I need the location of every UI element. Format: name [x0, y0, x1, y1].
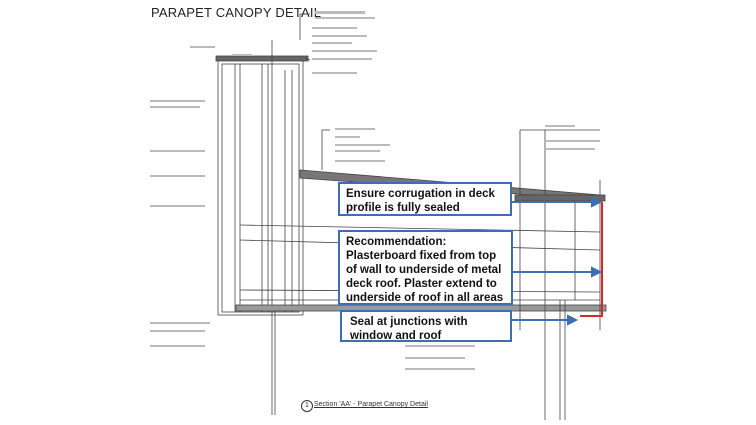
annotation-text-marks — [150, 11, 600, 370]
page-title: PARAPET CANOPY DETAIL — [151, 5, 322, 20]
callout-deck-sealing: Ensure corrugation in deck profile is fu… — [338, 182, 512, 216]
section-caption: Section 'AA' - Parapet Canopy Detail — [314, 401, 428, 408]
drawing-linework — [215, 13, 607, 420]
section-number-marker: 1 — [301, 400, 313, 412]
callout-arrows — [512, 196, 603, 326]
highlight-line — [580, 202, 603, 317]
callout-plasterboard-recommendation: Recommendation: Plasterboard fixed from … — [338, 230, 513, 305]
callout-seal-junctions: Seal at junctions with window and roof — [340, 310, 512, 342]
